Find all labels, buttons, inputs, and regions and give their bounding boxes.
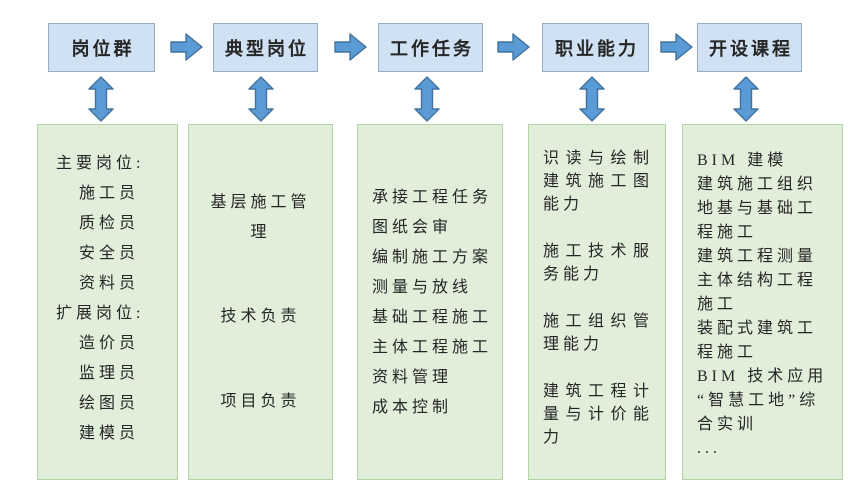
panel-line: 造价员 (79, 335, 140, 352)
panel-line: 主要岗位: (56, 155, 145, 172)
header-label: 工作任务 (390, 38, 474, 59)
panel-line: “智慧工地”综合实训 (697, 392, 820, 433)
panel-work-tasks: 承接工程任务图纸会审编制施工方案测量与放线基础工程施工主体工程施工资料管理成本控… (357, 124, 503, 480)
flow-right-arrow-icon (334, 33, 367, 61)
panel-line: 施工技术服务能力 (543, 243, 653, 283)
panel-line: 建模员 (79, 425, 140, 442)
header-position-group: 岗位群 (48, 23, 155, 72)
flow-right-arrow-icon (497, 33, 530, 61)
panel-line: ... (697, 440, 721, 457)
double-arrow-icon (248, 76, 274, 122)
panel-professional-abilities: 识读与绘制建筑施工图能力施工技术服务能力施工组织管理能力建筑工程计量与计价能力 (528, 124, 666, 480)
flow-right-arrow-icon (170, 33, 203, 61)
panel-line: 建筑工程测量 (697, 248, 818, 265)
panel-line: 扩展岗位: (56, 305, 145, 322)
header-courses-offered: 开设课程 (697, 23, 802, 72)
panel-line: 监理员 (79, 365, 140, 382)
panel-line: 基础工程施工 (372, 309, 493, 326)
panel-line: 施工员 (79, 185, 140, 202)
panel-line: 质检员 (79, 215, 140, 232)
panel-line: 地基与基础工程施工 (697, 200, 818, 241)
double-arrow-icon (579, 76, 605, 122)
double-arrow-icon (414, 76, 440, 122)
panel-line: 测量与放线 (372, 279, 473, 296)
panel-line: 建筑工程计量与计价能力 (543, 383, 653, 446)
panel-line: 主体结构工程施工 (697, 272, 818, 313)
panel-line: 施工组织管理能力 (543, 313, 653, 353)
panel-line: 资料员 (79, 275, 140, 292)
panel-line: 装配式建筑工程施工 (697, 320, 818, 361)
header-label: 开设课程 (709, 38, 793, 59)
panel-line: 识读与绘制建筑施工图能力 (543, 150, 653, 213)
panel-line: 建筑施工组织 (697, 176, 818, 193)
panel-line: 技术负责 (220, 308, 301, 325)
header-label: 职业能力 (555, 38, 639, 59)
panel-line: 基层施工管理 (210, 193, 311, 241)
panel-line: 安全员 (79, 245, 140, 262)
panel-line: 成本控制 (372, 399, 453, 416)
panel-line: 绘图员 (79, 395, 140, 412)
header-work-tasks: 工作任务 (378, 23, 483, 72)
panel-line: BIM 建模 (697, 152, 788, 169)
panel-line: 项目负责 (220, 392, 301, 410)
panel-typical-positions: 基层施工管理技术负责项目负责 (188, 124, 333, 480)
panel-line: 主体工程施工 (372, 339, 493, 356)
double-arrow-icon (733, 76, 759, 122)
panel-line: 承接工程任务 (372, 189, 493, 206)
flow-right-arrow-icon (660, 33, 693, 61)
header-typical-positions: 典型岗位 (213, 23, 318, 72)
panel-position-group: 主要岗位: 施工员质检员安全员资料员扩展岗位: 造价员监理员绘图员建模员 (37, 124, 178, 480)
panel-line: 编制施工方案 (372, 249, 493, 266)
double-arrow-icon (88, 76, 114, 122)
header-label: 岗位群 (71, 38, 135, 59)
header-label: 典型岗位 (225, 38, 309, 59)
panel-line: BIM 技术应用 (697, 368, 828, 385)
panel-courses-offered: BIM 建模建筑施工组织地基与基础工程施工建筑工程测量主体结构工程施工装配式建筑… (682, 124, 843, 480)
header-professional-abilities: 职业能力 (542, 23, 649, 72)
panel-line: 资料管理 (372, 369, 453, 386)
panel-line: 图纸会审 (372, 219, 453, 236)
